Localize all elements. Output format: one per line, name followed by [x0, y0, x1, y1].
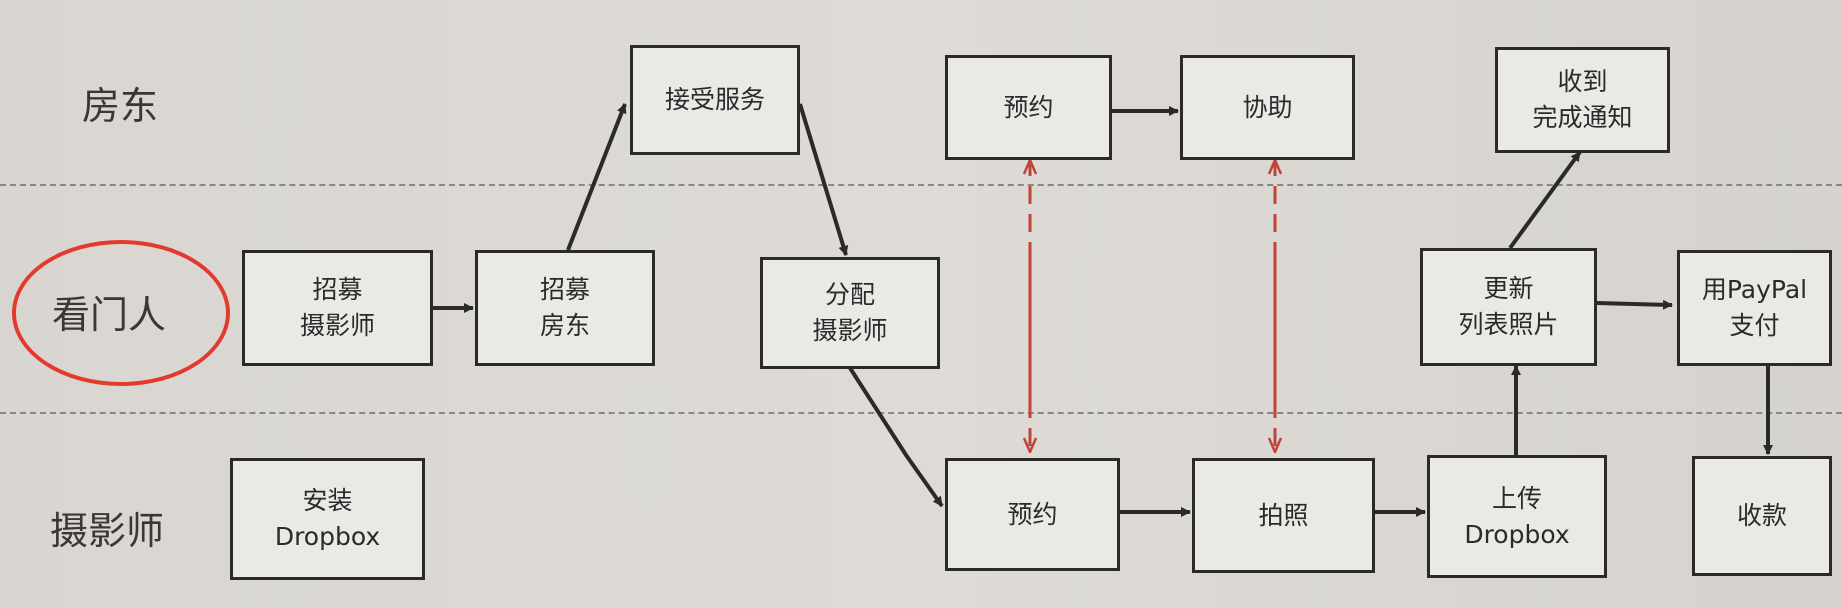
arrow-update-to-paypal: [1596, 299, 1673, 310]
box-accept-service: 接受服务: [630, 45, 800, 155]
arrow-update-to-completion: [1508, 150, 1582, 250]
arrow-accept-service-to-assign: [798, 103, 849, 256]
arrow-recruit-landlord-to-accept-service: [566, 103, 627, 251]
box-receive-payment: 收款: [1692, 456, 1832, 576]
lane-divider-top: [0, 184, 1842, 186]
box-assign-photographer: 分配 摄影师: [760, 257, 940, 369]
lane-label-photographer: 摄影师: [50, 509, 165, 553]
box-assist: 协助: [1180, 55, 1355, 160]
lane-label-landlord: 房东: [82, 84, 159, 128]
box-receive-completion: 收到 完成通知: [1495, 47, 1670, 153]
box-take-photos: 拍照: [1192, 458, 1375, 573]
box-recruit-photographer: 招募 摄影师: [242, 250, 433, 366]
highlight-circle: [12, 240, 230, 386]
lane-divider-bottom: [0, 412, 1842, 414]
box-book-photographer: 预约: [945, 458, 1120, 571]
box-book-landlord: 预约: [945, 55, 1112, 160]
arrow-assign-to-book-photographer: [848, 366, 944, 508]
box-install-dropbox: 安装 Dropbox: [230, 458, 425, 580]
box-upload-dropbox: 上传 Dropbox: [1427, 455, 1607, 578]
box-pay-paypal: 用PayPal 支付: [1677, 250, 1832, 366]
box-recruit-landlord: 招募 房东: [475, 250, 655, 366]
box-update-listing: 更新 列表照片: [1420, 248, 1597, 366]
